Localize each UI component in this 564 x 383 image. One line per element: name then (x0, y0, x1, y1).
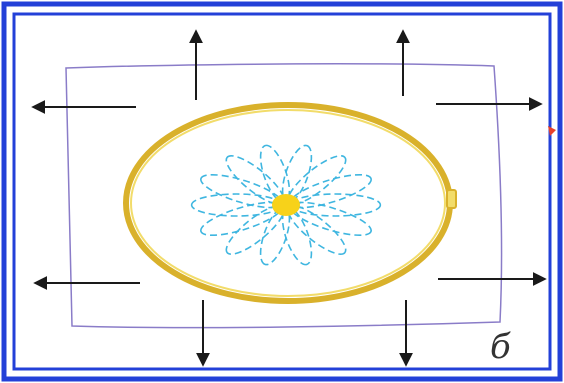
flower-center (272, 194, 300, 216)
hoop-clasp (447, 190, 456, 208)
figure-caption: б (490, 330, 511, 364)
